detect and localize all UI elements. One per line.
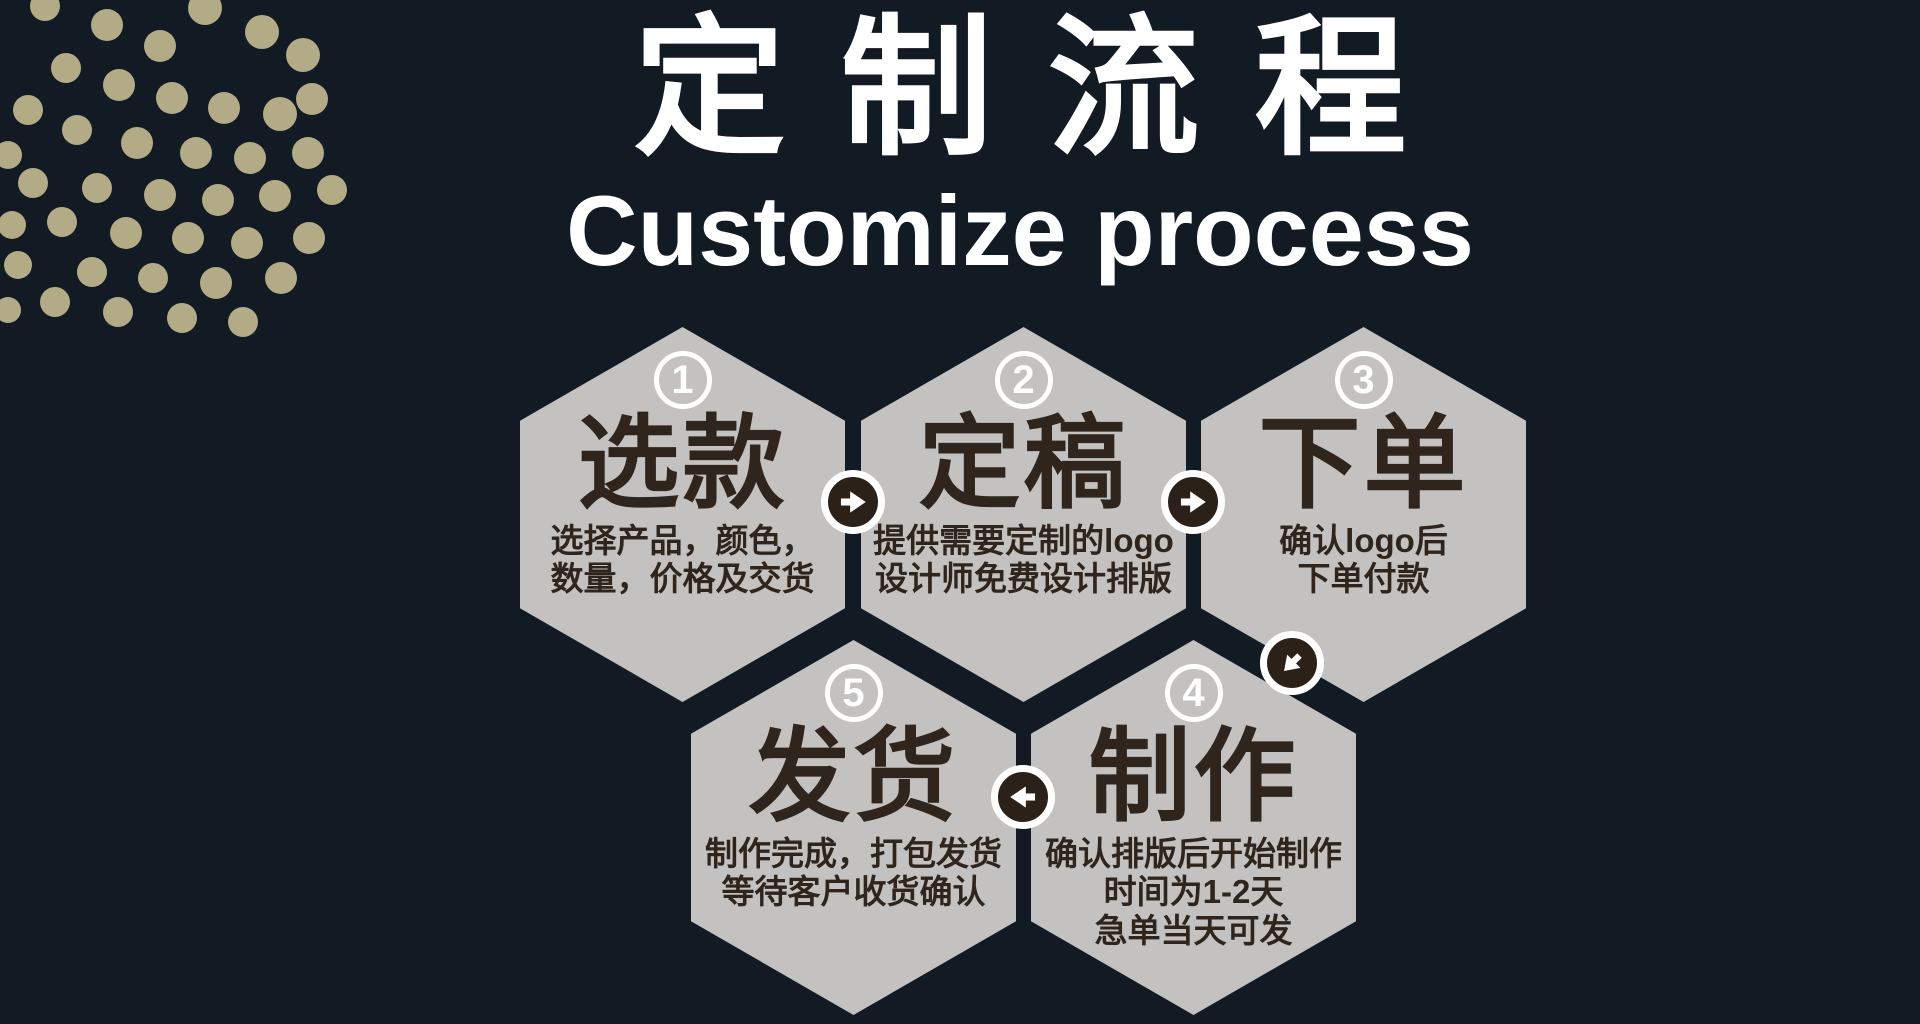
step-description-line: 选择产品，颜色， — [550, 522, 815, 560]
step-description-line: 时间为1-2天 — [1103, 873, 1284, 911]
arrow-step2-to-step3 — [1161, 470, 1225, 534]
step-description-line: 确认排版后开始制作 — [1045, 835, 1342, 873]
dots-pattern-icon — [0, 0, 347, 337]
step-description-line: 制作完成，打包发货 — [705, 835, 1002, 873]
arrow-step1-to-step2 — [821, 470, 885, 534]
step-number-badge: 1 — [653, 351, 712, 409]
step-hexagon-4: 4 制作 确认排版后开始制作 时间为1-2天 急单当天可发 — [1031, 640, 1356, 1015]
arrow-step4-to-step5 — [991, 765, 1055, 829]
step-description-line: 确认logo后 — [1279, 522, 1448, 560]
step-description: 确认排版后开始制作 时间为1-2天 急单当天可发 — [1045, 835, 1342, 950]
step-hexagon-5: 5 发货 制作完成，打包发货 等待客户收货确认 — [691, 640, 1016, 1015]
step-description-line: 下单付款 — [1297, 560, 1430, 598]
step-description-line: 数量，价格及交货 — [550, 560, 815, 598]
step-description-line: 急单当天可发 — [1094, 911, 1293, 949]
step-name: 定稿 — [918, 407, 1129, 521]
step-description: 选择产品，颜色， 数量，价格及交货 — [551, 522, 815, 599]
step-number-badge: 2 — [994, 351, 1053, 409]
step-number-badge: 5 — [824, 664, 883, 722]
step-description: 确认logo后 下单付款 — [1279, 522, 1448, 599]
step-name: 选款 — [577, 407, 788, 521]
step-hexagon-2: 2 定稿 提供需要定制的logo 设计师免费设计排版 — [861, 327, 1186, 702]
step-number-badge: 3 — [1334, 351, 1393, 409]
step-description: 提供需要定制的logo 设计师免费设计排版 — [873, 522, 1174, 599]
arrow-right-icon — [840, 491, 866, 513]
step-description: 制作完成，打包发货 等待客户收货确认 — [705, 835, 1002, 912]
arrow-down-left-icon — [1284, 653, 1302, 671]
arrow-step3-to-step4 — [1260, 631, 1324, 695]
step-name: 发货 — [748, 720, 959, 834]
page-subtitle: Customize process — [566, 175, 1474, 287]
page-title: 定制流程 — [633, 4, 1462, 174]
arrow-left-icon — [1010, 786, 1036, 808]
step-name: 下单 — [1258, 407, 1469, 521]
dots-pattern — [0, 0, 430, 340]
step-name: 制作 — [1088, 720, 1299, 834]
step-hexagon-1: 1 选款 选择产品，颜色， 数量，价格及交货 — [520, 327, 845, 702]
step-number-badge: 4 — [1164, 664, 1223, 722]
step-description-line: 等待客户收货确认 — [721, 873, 986, 911]
step-hexagon-3: 3 下单 确认logo后 下单付款 — [1201, 327, 1526, 702]
header: 定制流程 Customize process — [320, 0, 1720, 280]
arrow-right-icon — [1180, 491, 1206, 513]
step-description-line: 提供需要定制的logo — [873, 522, 1174, 560]
step-description-line: 设计师免费设计排版 — [875, 560, 1172, 598]
